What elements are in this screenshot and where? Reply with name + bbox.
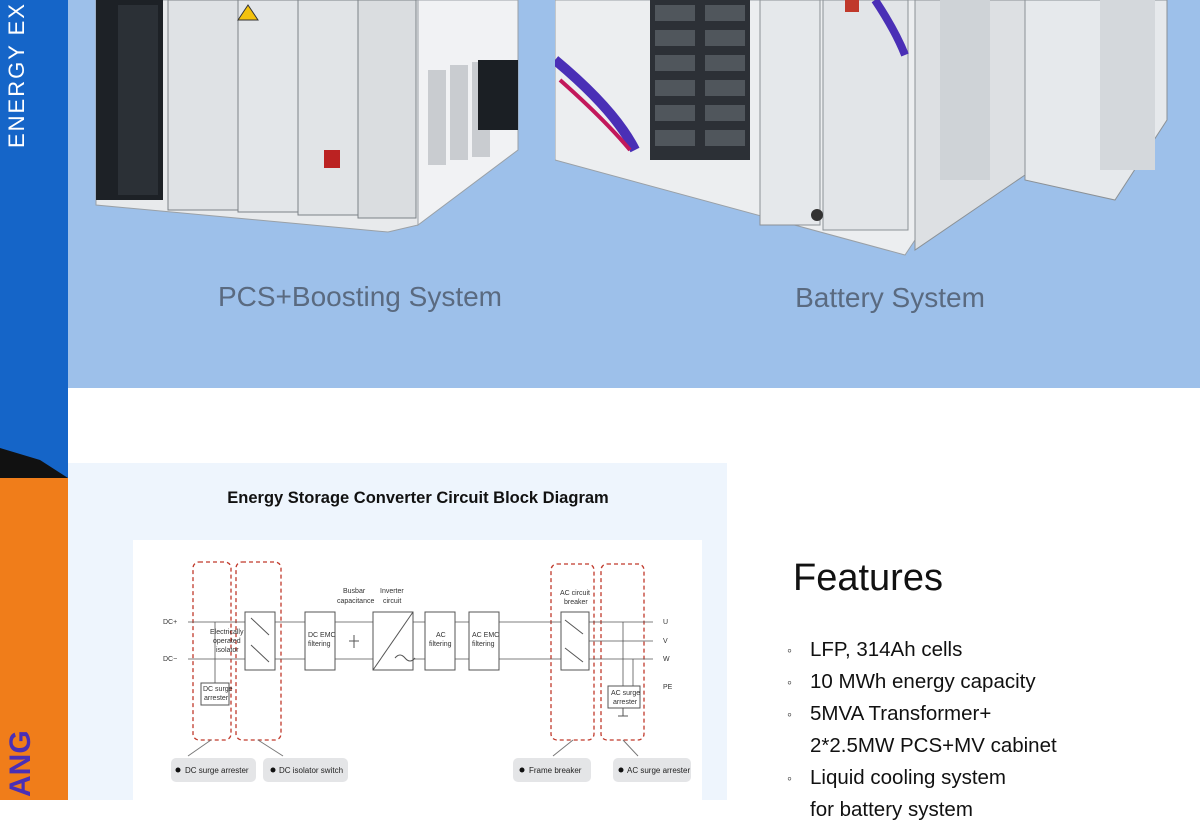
label-ac-filter: AC	[436, 632, 446, 639]
label-inverter-2: circuit	[383, 598, 401, 605]
battery-caption: Battery System	[795, 282, 985, 313]
diagram-title: Energy Storage Converter Circuit Block D…	[227, 489, 609, 507]
feature-text-cont: 2*2.5MW PCS+MV cabinet	[810, 734, 1057, 757]
tag-ac-surge-arrester	[613, 758, 691, 782]
feature-text: LFP, 314Ah cells	[810, 638, 963, 661]
feature-item: ◦ 5MVA Transformer+ 2*2.5MW PCS+MV cabin…	[787, 698, 1187, 762]
feature-text: Liquid cooling system	[810, 766, 1006, 789]
label-busbar: Busbar	[343, 588, 366, 595]
label-ac-breaker: AC circuit	[560, 590, 590, 597]
feature-text: 10 MWh energy capacity	[810, 670, 1036, 693]
features-list: ◦ LFP, 314Ah cells ◦ 10 MWh energy capac…	[787, 634, 1187, 826]
label-ac-filter-2: filtering	[429, 641, 452, 648]
label-inverter: Inverter	[380, 588, 404, 595]
side-rail: ENERGY EX ANG	[0, 0, 68, 800]
bullet-icon: ◦	[787, 642, 792, 658]
tag-dc-isolator-switch	[263, 758, 348, 782]
side-rail-corner	[0, 448, 68, 478]
label-dc-emc-2: filtering	[308, 641, 331, 648]
label-ac-breaker-2: breaker	[564, 599, 588, 606]
dashed-group-ac-surge	[600, 563, 645, 741]
side-rail-logo-text: ANG	[4, 730, 37, 798]
side-rail-blue	[0, 0, 68, 478]
features-title: Features	[793, 557, 943, 599]
pcs-caption: PCS+Boosting System	[217, 281, 503, 312]
tag-dc-surge-arrester	[171, 758, 256, 782]
battery-container-image	[555, 0, 1168, 256]
label-ac-surge-2: arrester	[613, 699, 638, 706]
bullet-icon: ◦	[787, 706, 792, 722]
label-isolator: Electrically	[210, 629, 244, 636]
side-rail-orange	[0, 478, 68, 800]
bullet-icon: ◦	[787, 674, 792, 690]
tag-text-ac-surge-arrester: AC surge arrester	[627, 766, 690, 775]
label-isolator-3: isolator	[216, 647, 239, 654]
pcs-container-image	[95, 0, 519, 233]
label-dc-surge-2: arrester	[204, 695, 229, 702]
label-phase-v: V	[663, 638, 668, 645]
bullet-icon: ◦	[787, 770, 792, 786]
feature-text: 5MVA Transformer+	[810, 702, 992, 725]
label-ac-emc: AC EMC	[472, 632, 499, 639]
tag-text-dc-isolator-switch: DC isolator switch	[279, 766, 343, 775]
side-rail-title: ENERGY EX	[4, 2, 29, 148]
feature-item: ◦ LFP, 314Ah cells	[787, 634, 1187, 666]
tag-text-dc-surge-arrester: DC surge arrester	[185, 766, 249, 775]
circuit-diagram: DC+ DC− Electrically operated isolator D…	[133, 540, 702, 800]
label-phase-u: U	[663, 619, 668, 626]
label-isolator-2: operated	[213, 638, 241, 645]
label-dc-surge: DC surge	[203, 686, 233, 693]
label-dc-emc: DC EMC	[308, 632, 336, 639]
tag-frame-breaker	[513, 758, 591, 782]
feature-item: ◦ 10 MWh energy capacity	[787, 666, 1187, 698]
label-ac-emc-2: filtering	[472, 641, 495, 648]
label-ac-surge: AC surge	[611, 690, 640, 697]
label-pe: PE	[663, 684, 673, 691]
label-busbar-2: capacitance	[337, 598, 374, 605]
feature-item: ◦ Liquid cooling system for battery syst…	[787, 762, 1187, 826]
dashed-group-breaker	[550, 563, 595, 741]
label-phase-w: W	[663, 656, 670, 663]
label-dc-minus: DC−	[163, 656, 177, 663]
tag-text-frame-breaker: Frame breaker	[529, 766, 582, 775]
label-dc-plus: DC+	[163, 619, 177, 626]
feature-text-cont: for battery system	[810, 798, 973, 821]
